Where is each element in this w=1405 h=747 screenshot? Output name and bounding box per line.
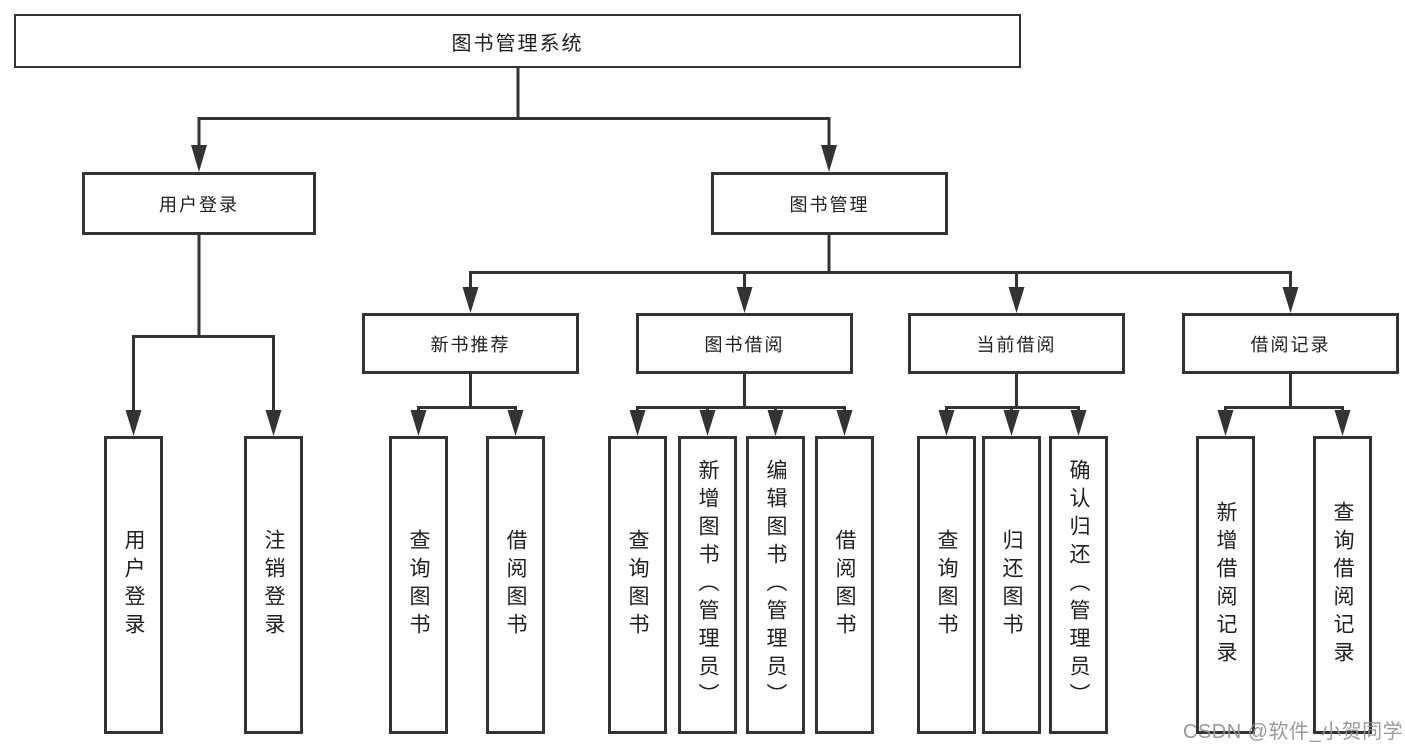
leaf-query-borrow-record-label: 查询借阅记录 bbox=[1331, 501, 1354, 669]
leaf-borrow-query-books: 查询图书 bbox=[608, 436, 667, 734]
leaf-recommend-borrow-books-label: 借阅图书 bbox=[504, 529, 527, 641]
node-new-book-recommend-label: 新书推荐 bbox=[430, 334, 511, 355]
leaf-add-borrow-record-label: 新增借阅记录 bbox=[1214, 501, 1237, 669]
node-book-management: 图书管理 bbox=[711, 172, 948, 235]
node-book-borrow: 图书借阅 bbox=[636, 313, 853, 374]
leaf-recommend-borrow-books: 借阅图书 bbox=[486, 436, 545, 734]
leaf-borrow-books-label: 借阅图书 bbox=[833, 529, 856, 641]
leaf-query-borrow-record: 查询借阅记录 bbox=[1313, 436, 1372, 734]
leaf-return-books: 归还图书 bbox=[982, 436, 1041, 734]
leaf-logout: 注销登录 bbox=[244, 436, 303, 734]
leaf-logout-label: 注销登录 bbox=[262, 529, 285, 641]
node-user-login: 用户登录 bbox=[82, 172, 316, 235]
leaf-return-books-label: 归还图书 bbox=[1000, 529, 1023, 641]
leaf-current-query-books-label: 查询图书 bbox=[935, 529, 958, 641]
arrowhead-icons bbox=[125, 145, 1351, 436]
node-user-login-label: 用户登录 bbox=[159, 194, 239, 215]
leaf-current-query-books: 查询图书 bbox=[917, 436, 976, 734]
leaf-edit-books-admin-label: 编辑图书（管理员） bbox=[764, 459, 787, 711]
leaf-user-login-label: 用户登录 bbox=[122, 529, 145, 641]
leaf-recommend-query-books-label: 查询图书 bbox=[407, 529, 430, 641]
node-current-borrow-label: 当前借阅 bbox=[976, 334, 1057, 355]
leaf-add-borrow-record: 新增借阅记录 bbox=[1196, 436, 1255, 734]
node-book-borrow-label: 图书借阅 bbox=[704, 334, 785, 355]
leaf-borrow-query-books-label: 查询图书 bbox=[626, 529, 649, 641]
node-new-book-recommend: 新书推荐 bbox=[362, 313, 579, 374]
node-borrow-records-label: 借阅记录 bbox=[1250, 334, 1331, 355]
node-library-system: 图书管理系统 bbox=[14, 14, 1021, 68]
leaf-edit-books-admin: 编辑图书（管理员） bbox=[746, 436, 805, 734]
node-book-management-label: 图书管理 bbox=[789, 194, 870, 215]
node-current-borrow: 当前借阅 bbox=[908, 313, 1125, 374]
leaf-add-books-admin-label: 新增图书（管理员） bbox=[696, 459, 719, 711]
leaf-recommend-query-books: 查询图书 bbox=[389, 436, 448, 734]
node-library-system-label: 图书管理系统 bbox=[451, 32, 584, 55]
leaf-confirm-return-admin: 确认归还（管理员） bbox=[1049, 436, 1108, 734]
csdn-watermark: CSDN @软件_小贺同学 bbox=[1183, 721, 1404, 743]
leaf-user-login: 用户登录 bbox=[104, 436, 163, 734]
leaf-borrow-books: 借阅图书 bbox=[815, 436, 874, 734]
node-borrow-records: 借阅记录 bbox=[1182, 313, 1399, 374]
leaf-confirm-return-admin-label: 确认归还（管理员） bbox=[1067, 459, 1090, 711]
leaf-add-books-admin: 新增图书（管理员） bbox=[678, 436, 737, 734]
